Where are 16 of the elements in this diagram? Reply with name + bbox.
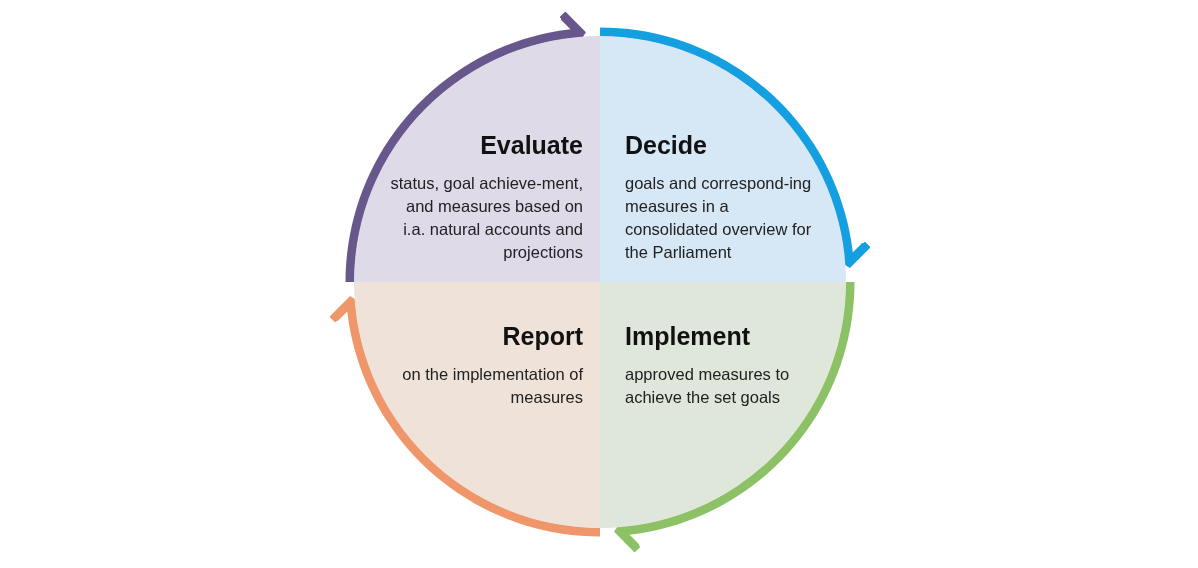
quadrant-panel bbox=[600, 282, 846, 528]
stage-description: approved measures to achieve the set goals bbox=[625, 364, 791, 408]
stage-description: goals and correspond-ing measures in a consolidated overview for the Parliament bbox=[625, 173, 813, 263]
stage-heading: Implement bbox=[625, 322, 751, 351]
cycle-arrow bbox=[599, 27, 872, 267]
cycle-arrow bbox=[328, 297, 601, 537]
cycle-arrow bbox=[345, 10, 585, 283]
quadrant-panel bbox=[354, 36, 600, 282]
stage-heading: Decide bbox=[625, 131, 707, 160]
stage-description: status, goal achieve-ment, and measures based on i.a. natural accounts and projections bbox=[389, 173, 583, 263]
quadrant-panel bbox=[600, 36, 846, 282]
cycle-arrow bbox=[615, 281, 855, 554]
stage-description: on the implementation of measures bbox=[401, 364, 583, 408]
stage-heading: Evaluate bbox=[480, 131, 583, 160]
stage-heading: Report bbox=[502, 322, 583, 351]
quadrant-panel bbox=[354, 282, 600, 528]
